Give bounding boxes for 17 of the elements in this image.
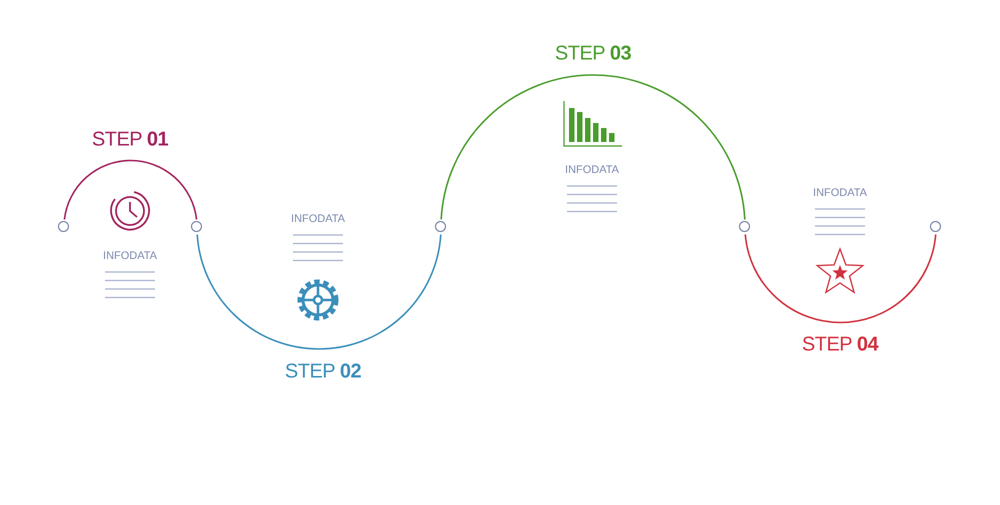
step-label: STEP 04 [802,334,878,356]
connector-node-circle [739,221,750,232]
info-heading: INFODATA [103,250,157,262]
curved-connector [440,74,746,220]
connector-node-circle [191,221,202,232]
step-label: STEP 03 [554,42,632,66]
connector-node-circle [930,221,941,232]
step-label: STEP 01 [92,128,168,152]
info-heading: INFODATA [813,187,867,199]
step-label: STEP 02 [284,360,362,384]
curved-connector [196,234,442,350]
connector-node-circle [435,221,446,232]
info-heading: INFODATA [565,164,619,176]
curved-connector [744,234,936,324]
info-heading: INFODATA [291,213,345,225]
curved-connector [64,160,198,220]
connector-node-circle [58,221,69,232]
